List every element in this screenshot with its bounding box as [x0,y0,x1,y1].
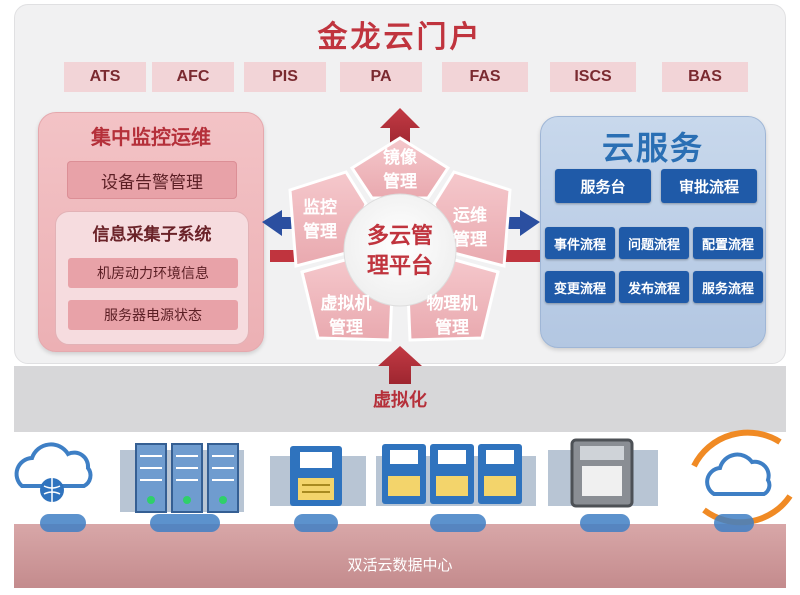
segment-vm-line1: 虚拟机 [320,294,372,314]
segment-physical-line2: 管理 [435,318,469,338]
system-tab-afc[interactable]: AFC [152,62,234,92]
segment-physical-label: 物理机 管理 [414,292,490,340]
problem-flow-button[interactable]: 问题流程 [619,227,689,259]
arrow-right-services [490,210,540,262]
system-tab-pa[interactable]: PA [340,62,422,92]
approval-flow-button[interactable]: 审批流程 [661,169,757,203]
system-tab-fas[interactable]: FAS [442,62,528,92]
hardware-module-icon [548,438,658,508]
monitoring-panel: 集中监控运维 设备告警管理 信息采集子系统 机房动力环境信息 服务器电源状态 [38,112,264,352]
segment-image-line2: 管理 [383,172,417,192]
service-flow-button[interactable]: 服务流程 [693,271,763,303]
segment-image-line1: 镜像 [383,148,417,168]
segment-monitor-label: 监控 管理 [290,196,350,244]
hw-label-blurred [294,514,338,532]
collection-subsystem-panel: 信息采集子系统 机房动力环境信息 服务器电源状态 [55,211,249,345]
alarm-management-button[interactable]: 设备告警管理 [67,161,237,199]
platform-center-label: 多云管 理平台 [344,222,456,282]
datacenter-label: 双活云数据中心 [347,556,453,574]
platform-center-line2: 理平台 [366,254,433,279]
arrow-up-portal [380,108,420,148]
datacenter-band [14,524,786,588]
cloud-services-panel: 云服务 服务台 审批流程 事件流程 问题流程 配置流程 变更流程 发布流程 服务… [540,116,766,348]
hw-label-blurred [580,514,630,532]
system-tab-iscs[interactable]: ISCS [550,62,636,92]
change-flow-button[interactable]: 变更流程 [545,271,615,303]
release-flow-button[interactable]: 发布流程 [619,271,689,303]
portal-title: 金龙云门户 [317,20,483,55]
cloud-services-title: 云服务 [601,129,704,167]
platform-center-line1: 多云管 [366,224,433,249]
segment-physical-line1: 物理机 [426,294,478,314]
arrow-up-virtualization [378,346,422,384]
hw-label-blurred [714,514,754,532]
segment-vm-label: 虚拟机 管理 [308,292,384,340]
system-tab-pis[interactable]: PIS [244,62,326,92]
hw-label-blurred [150,514,220,532]
system-tab-bas[interactable]: BAS [662,62,748,92]
event-flow-button[interactable]: 事件流程 [545,227,615,259]
segment-monitor-line1: 监控 [303,198,337,218]
cloud-orange-icon [691,429,793,526]
virtualization-label: 虚拟化 [373,390,427,411]
segment-image-mgmt [349,136,451,200]
segment-ops-label: 运维 管理 [440,204,500,252]
hw-label-blurred [430,514,486,532]
segment-vm-line2: 管理 [329,318,363,338]
platform-pentagon [288,136,512,342]
segment-image-label: 镜像 管理 [360,146,440,194]
config-flow-button[interactable]: 配置流程 [693,227,763,259]
disk-array-icon [376,444,536,506]
monitoring-title: 集中监控运维 [91,125,211,149]
server-power-status-item[interactable]: 服务器电源状态 [68,300,238,330]
collection-title: 信息采集子系统 [92,225,212,245]
service-desk-button[interactable]: 服务台 [555,169,651,203]
cloud-globe-icon [14,442,93,502]
segment-ops-line1: 运维 [453,206,487,226]
power-env-info-item[interactable]: 机房动力环境信息 [68,258,238,288]
segment-monitor-line2: 管理 [303,222,337,242]
server-rack-icon [120,443,244,513]
platform-center-circle [343,193,457,307]
disk-storage-icon [270,446,366,506]
hw-label-blurred [40,514,86,532]
system-tab-ats[interactable]: ATS [64,62,146,92]
segment-ops-line2: 管理 [453,230,487,250]
